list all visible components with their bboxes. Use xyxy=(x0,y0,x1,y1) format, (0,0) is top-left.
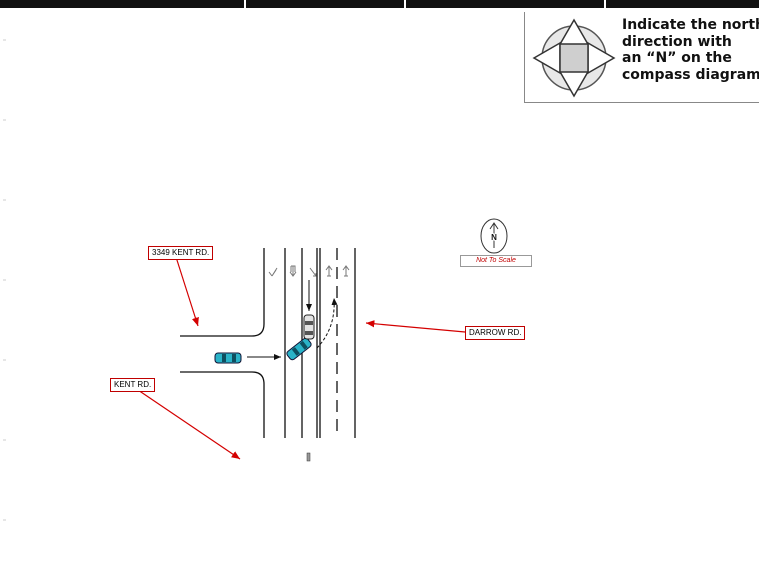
lane-arrows xyxy=(268,265,350,277)
instruction-line: compass diagram. xyxy=(622,66,759,83)
top-bar-divider xyxy=(244,0,246,8)
left-turn-path-arrow xyxy=(316,297,338,349)
compass-instruction: Indicate the north direction with an “N”… xyxy=(622,17,759,83)
not-to-scale-note: Not To Scale xyxy=(460,255,532,267)
left-turn-arrow-icon xyxy=(268,267,278,277)
north-arrow-icon xyxy=(480,218,508,254)
address-label: 3349 KENT RD. xyxy=(148,246,214,260)
margin-marks xyxy=(3,39,6,521)
turn-arrow-icon xyxy=(309,267,317,277)
up-arrow-icon xyxy=(342,265,350,277)
kent-road-pointer xyxy=(137,389,241,460)
darrow-road-pointer xyxy=(365,320,466,333)
darrow-road-label: DARROW RD. xyxy=(465,326,526,340)
instruction-line: Indicate the north xyxy=(622,17,759,33)
instruction-line: direction with xyxy=(622,33,732,50)
address-pointer xyxy=(175,256,199,327)
top-bar-divider xyxy=(604,0,606,8)
kent-road-north-edge xyxy=(180,248,265,337)
up-arrow-icon xyxy=(325,265,333,277)
top-bar xyxy=(0,0,759,8)
instruction-line: an “N” on the xyxy=(622,50,732,66)
top-bar-divider xyxy=(404,0,406,8)
compass-panel: Indicate the north direction with an “N”… xyxy=(524,12,759,103)
darrow-road xyxy=(284,248,356,438)
down-arrow-icon xyxy=(289,265,297,277)
kent-road-south-edge xyxy=(180,371,265,438)
north-letter: N xyxy=(491,233,497,242)
kent-road-label: KENT RD. xyxy=(110,378,156,392)
vehicle-turning[interactable] xyxy=(286,337,313,361)
reference-marker xyxy=(306,452,311,462)
vehicle-southbound[interactable] xyxy=(303,314,315,340)
vehicle-eastbound[interactable] xyxy=(214,352,242,364)
compass-rose-icon[interactable] xyxy=(531,18,617,98)
